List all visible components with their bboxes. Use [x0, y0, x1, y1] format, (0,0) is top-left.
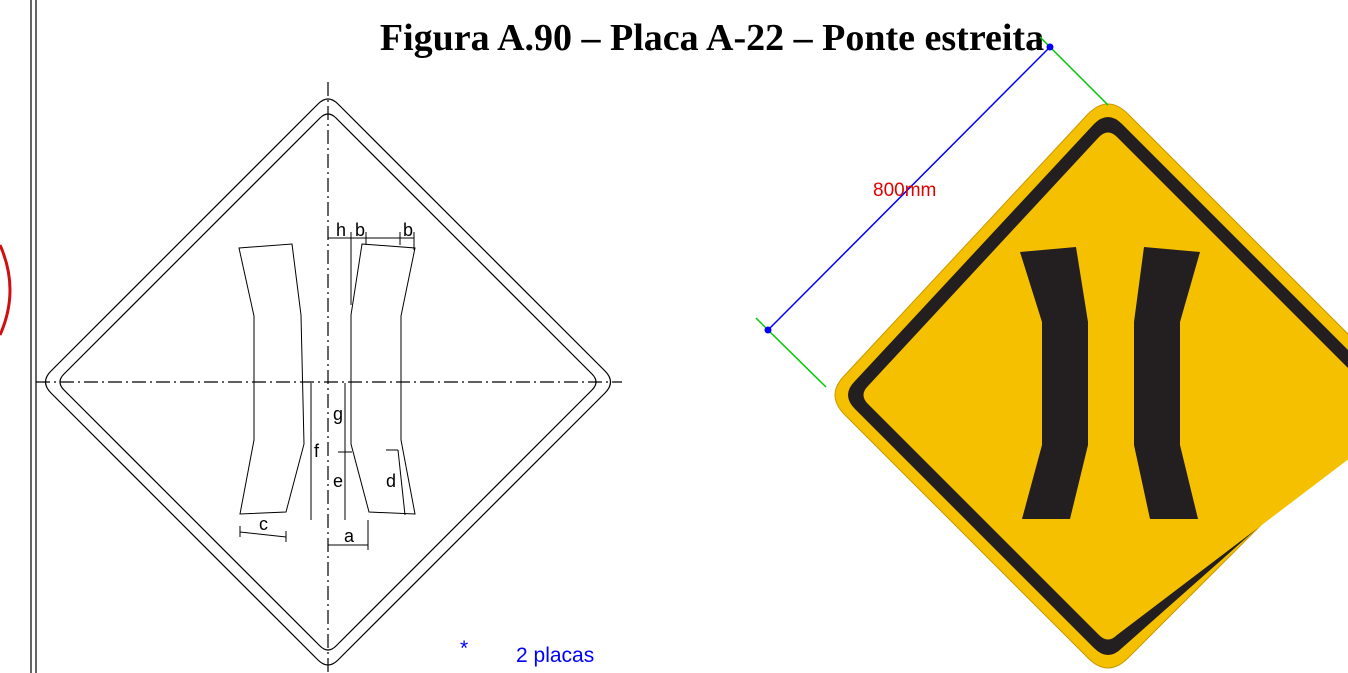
right-bar-outline	[350, 243, 416, 515]
extension-line-top	[1049, 46, 1109, 106]
page-border	[0, 0, 37, 673]
measurement-label: 800mm	[873, 180, 936, 201]
measurement-endpoint-bottom	[764, 326, 772, 334]
measurement-line	[767, 46, 1051, 331]
outer-diamond-outline	[44, 98, 612, 666]
dim-label-g: g	[333, 404, 343, 424]
dim-label-d: d	[386, 471, 396, 491]
dim-label-a: a	[344, 526, 355, 546]
left-edge-circle	[0, 244, 12, 336]
dim-label-b-right: b	[403, 220, 413, 240]
sign-left-bar	[1020, 247, 1088, 519]
note-asterisk: *	[460, 637, 468, 660]
technical-drawing: h b b g f e d c a	[36, 82, 622, 673]
dim-label-e: e	[333, 471, 343, 491]
inner-diamond-outline	[59, 113, 597, 651]
left-bar-outline	[238, 243, 305, 515]
narrow-bridge-sign: 800mm	[755, 36, 1348, 669]
extension-line-bottom	[767, 329, 827, 388]
dim-label-b-left: b	[355, 220, 365, 240]
dim-label-f: f	[314, 441, 320, 461]
dim-label-c: c	[259, 514, 268, 534]
measurement-endpoint-top	[1046, 43, 1054, 51]
figure-title: Figura A.90 – Placa A-22 – Ponte estreit…	[380, 17, 1044, 59]
sign-right-bar	[1134, 247, 1200, 519]
sign-yellow-field	[863, 132, 1348, 640]
note-quantity: 2 placas	[516, 644, 594, 667]
dim-label-h: h	[336, 220, 346, 240]
dimension-lines	[239, 232, 415, 550]
